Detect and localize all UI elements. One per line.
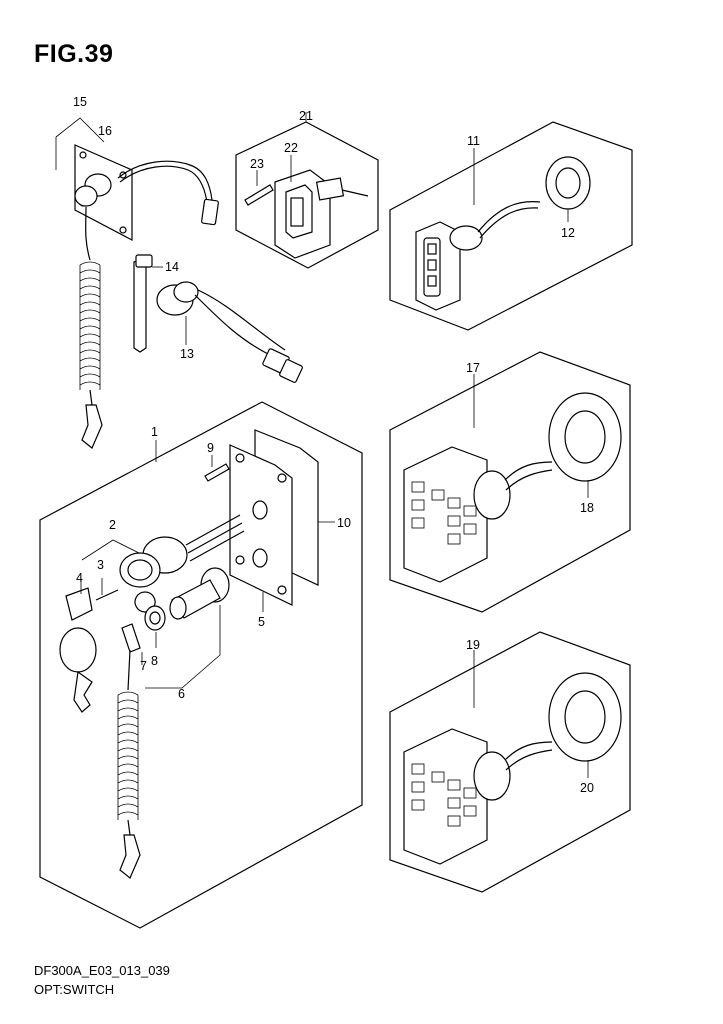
callout-21: 21 <box>299 109 313 123</box>
drawing-code: DF300A_E03_013_039 <box>34 963 170 978</box>
callout-20: 20 <box>580 781 594 795</box>
callout-9: 9 <box>207 441 214 455</box>
callout-7: 7 <box>140 659 147 673</box>
callout-22: 22 <box>284 141 298 155</box>
grommet-harness-part <box>156 281 303 383</box>
callout-12: 12 <box>561 226 575 240</box>
figure-name: OPT:SWITCH <box>34 982 115 997</box>
callout-14: 14 <box>165 260 179 274</box>
lanyard-switch-kit-group <box>55 117 219 449</box>
callout-11: 11 <box>467 134 480 148</box>
callout-4: 4 <box>76 571 83 585</box>
tie-wrap-part <box>133 254 163 353</box>
key-panel-box-group-19 <box>389 631 631 893</box>
callout-6: 6 <box>178 687 185 701</box>
callout-3: 3 <box>97 558 104 572</box>
callout-5: 5 <box>258 615 265 629</box>
callout-8: 8 <box>151 654 158 668</box>
switch-box-group <box>235 112 379 269</box>
callout-2: 2 <box>109 518 116 532</box>
callout-23: 23 <box>250 157 264 171</box>
figure-title: FIG.39 <box>34 40 114 68</box>
main-switch-kit-group <box>39 401 363 929</box>
key-panel-box-group-17 <box>389 351 631 613</box>
callout-18: 18 <box>580 501 594 515</box>
callout-15: 15 <box>73 95 87 109</box>
callout-16: 16 <box>98 124 112 138</box>
callout-13: 13 <box>180 347 194 361</box>
panel-switch-box-group <box>389 121 633 331</box>
callout-17: 17 <box>466 361 480 375</box>
callout-10: 10 <box>337 516 351 530</box>
callout-19: 19 <box>466 638 480 652</box>
callout-1: 1 <box>151 425 158 439</box>
